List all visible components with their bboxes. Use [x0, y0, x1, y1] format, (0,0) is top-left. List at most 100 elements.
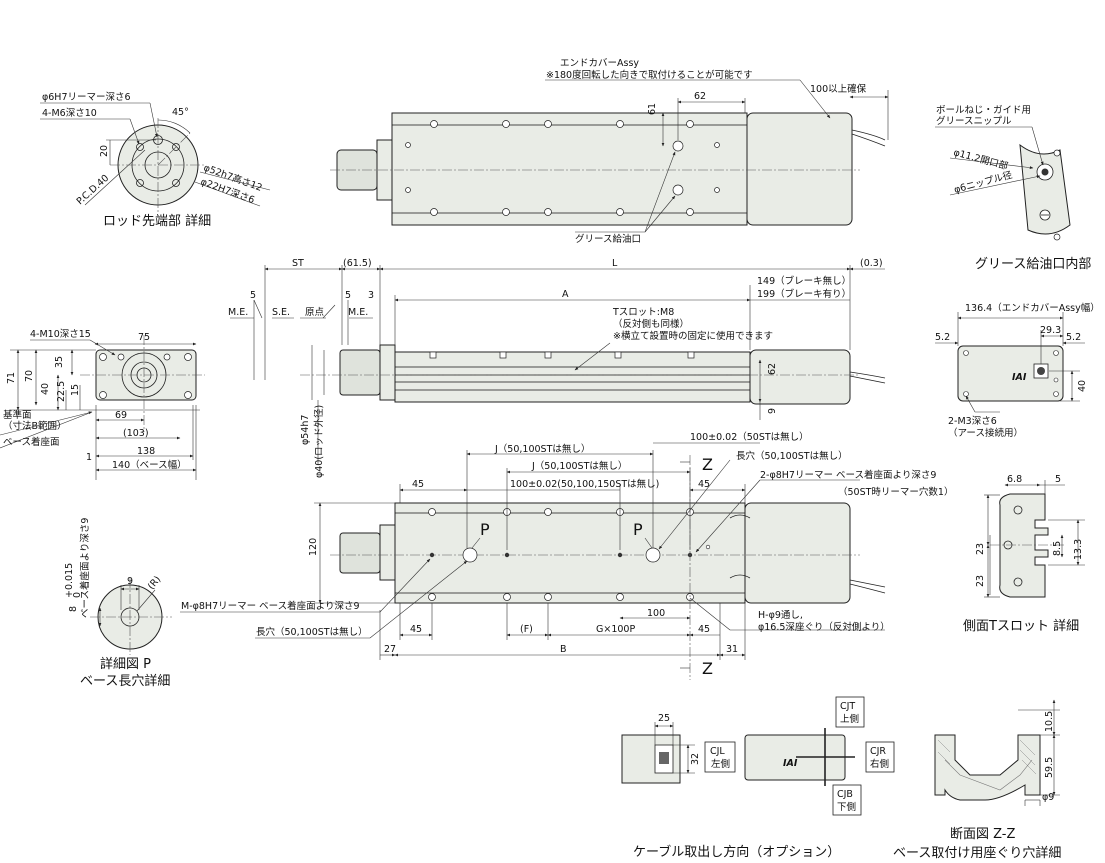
front-15-label: 15	[70, 384, 81, 396]
side-view: ST (61.5) L (0.3) M.E. 5 S.E. 原点 5 3 M.E…	[228, 258, 886, 478]
me-right-label: M.E.	[348, 307, 368, 318]
tslot-23a-label: 23	[975, 543, 986, 555]
detail-P-marker-1: P	[480, 520, 490, 539]
bottom-45b-label: 45	[698, 479, 710, 490]
origin-5-label: 5	[345, 290, 351, 301]
reference-face-label: 基準面	[3, 409, 32, 421]
bottom-45a-label: 45	[412, 479, 424, 490]
front-1-label: 1	[86, 452, 92, 463]
endcover-view: IAI 136.4（エンドカバーAssy幅） 5.2 29.3 5.2 40 2…	[935, 302, 1100, 439]
front-40-label: 40	[40, 383, 51, 395]
side-62-label: 62	[767, 363, 778, 375]
J2-label: J（50,100STは無し）	[531, 460, 627, 472]
bottom-31-label: 31	[726, 644, 738, 655]
detail-P-title-1: 詳細図 P	[100, 656, 151, 672]
tslot-detail-title: 側面Tスロット 詳細	[963, 618, 1079, 634]
section-Z-top: Z	[702, 455, 713, 474]
cjl-box	[704, 741, 736, 773]
cover-199-label: 199（ブレーキ有り）	[757, 288, 851, 300]
tap-hole-1	[136, 143, 144, 151]
rod-reamer-label: φ6H7リーマー深さ6	[42, 92, 131, 103]
base-seat-label: ベース着座面	[3, 436, 60, 448]
cjl-code: CJL	[710, 746, 725, 757]
cjt-code: CJT	[840, 701, 855, 712]
earth-tap-label: 2-M3深さ6	[948, 416, 997, 427]
cover-149-label: 149（ブレーキ無し）	[757, 275, 851, 287]
side-actuator-body	[394, 351, 751, 403]
cable-option: 25 32 IAI CJL 左側 CJT 上側 CJR 右側 CJB 下側 ケー…	[621, 696, 895, 860]
front-138-label: 138	[137, 446, 155, 457]
detail-P-title-2: ベース長穴詳細	[80, 673, 170, 689]
top-61-label: 61	[647, 103, 658, 115]
tslot-133-label: 13.3	[1073, 539, 1084, 560]
rod-pcd-label: P.C.D.40	[75, 173, 112, 208]
front-71-label: 71	[6, 372, 17, 384]
cable-option-title: ケーブル取出し方向（オプション）	[633, 844, 840, 860]
cable-logo: IAI	[783, 758, 798, 769]
reamer-50st-label: （50ST時リーマー穴数1）	[838, 486, 953, 498]
front-69-label: 69	[115, 410, 127, 421]
zz-profile	[934, 734, 1041, 801]
detail-P-tol-label: +0.015	[64, 563, 75, 598]
base-width-label: 140（ベース幅）	[112, 459, 187, 471]
top-actuator-body	[391, 112, 748, 226]
bottom-actuator-body	[394, 502, 746, 604]
grease-port-detail: ボールねじ・ガイド用 グリースニップル φ11.2開口部 φ6ニップル径 グリー…	[935, 105, 1091, 272]
side-9-label: 9	[767, 408, 778, 414]
zz-title-1: 断面図 Z-Z	[950, 827, 1016, 842]
detail-P-tol2-label: 0	[72, 592, 83, 598]
long-hole-upper-label: 長穴（50,100STは無し）	[736, 450, 848, 462]
earth-use-label: （アース接続用）	[948, 427, 1023, 439]
tslot-23b-label: 23	[975, 575, 986, 587]
endcover-293-label: 29.3	[1040, 325, 1061, 336]
rod-offset-label: (61.5)	[343, 258, 372, 269]
top-end-cover	[746, 112, 853, 226]
bottom-end-cover	[744, 502, 851, 604]
pitch-G-label: G×100P	[596, 624, 635, 635]
grease-detail-title: グリース給油口内部	[975, 256, 1091, 272]
tap-hole-3	[136, 179, 144, 187]
endcover-logo: IAI	[1012, 372, 1027, 383]
cjb-side: 下側	[837, 801, 856, 813]
cjt-side: 上側	[840, 713, 859, 725]
gap-03-label: (0.3)	[860, 258, 883, 269]
dia40-label: φ40(ロッド外径)	[313, 405, 325, 478]
me-5-label: 5	[250, 290, 256, 301]
cjb-box	[832, 784, 862, 816]
reamer-M-label: M-φ8H7リーマー ベース着座面より深さ9	[181, 600, 360, 612]
tslot-opposite-label: （反対側も同様）	[613, 318, 689, 330]
cable-25-label: 25	[658, 713, 670, 724]
counterbore-label: φ16.5深座ぐり（反対側より）	[758, 621, 890, 633]
bottom-45c-label: 45	[410, 624, 422, 635]
tap-hole-2	[172, 143, 180, 151]
m10-label: 4-M10深さ15	[30, 329, 91, 340]
cable-32-label: 32	[690, 753, 701, 765]
J1-label: J（50,100STは無し）	[494, 443, 590, 455]
bottom-rod-end	[339, 532, 381, 574]
zz-title-2: ベース取付け用座ぐり穴詳細	[893, 845, 1061, 861]
cjr-side: 右側	[870, 758, 889, 770]
bottom-120-label: 120	[308, 538, 319, 556]
cjb-code: CJB	[837, 789, 853, 800]
tslot-68-label: 6.8	[1007, 474, 1022, 485]
endcover-width-label: 136.4（エンドカバーAssy幅）	[965, 302, 1100, 314]
me-left-label: M.E.	[228, 307, 248, 318]
tslot-85-label: 8.5	[1052, 541, 1063, 556]
front-view: 4-M10深さ15 75 71 70 35 40 22.5 15 69 (103…	[0, 329, 205, 480]
bottom-view: J（50,100STは無し） 100±0.02（50STは無し） J（50,10…	[180, 431, 953, 680]
pitch-100-150-label: 100±0.02(50,100,150STは無し)	[510, 478, 659, 490]
nipple-dia-label: φ6ニップル径	[953, 169, 1014, 196]
origin-label: 原点	[305, 307, 325, 318]
section-zz: 10.5 59.5 φ9 断面図 Z-Z ベース取付け用座ぐり穴詳細	[893, 699, 1061, 861]
length-B-label: B	[560, 644, 567, 655]
grease-port-label: グリース給油口	[575, 233, 641, 245]
rod-tap-label: 4-M6深さ10	[42, 108, 97, 119]
tap-hole-4	[172, 179, 180, 187]
tslot-5-label: 5	[1055, 474, 1061, 485]
rod-detail-title: ロッド先端部 詳細	[103, 213, 211, 229]
se-label: S.E.	[272, 307, 290, 318]
reference-range-label: （寸法B範囲）	[3, 420, 67, 432]
cjl-side: 左側	[711, 758, 730, 770]
length-A-label: A	[562, 289, 569, 300]
nipple-label-2: グリースニップル	[936, 115, 1012, 127]
